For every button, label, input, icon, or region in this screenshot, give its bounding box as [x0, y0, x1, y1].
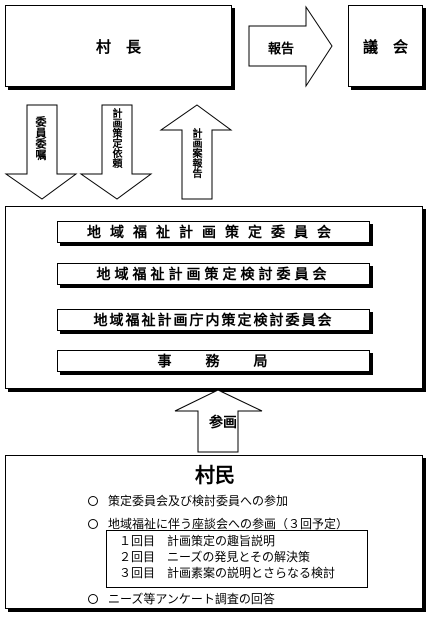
- appoint-arrow: [4, 104, 78, 200]
- sessions-box: １回目 計画策定の趣旨説明 ２回目 ニーズの発見とその解決策 ３回目 計画素案の…: [106, 530, 368, 588]
- committee-review: 地域福祉計画策定検討委員会: [57, 263, 370, 285]
- committee-formulation: 地域福祉計画策定委員会: [57, 221, 370, 243]
- session-row: ２回目 ニーズの発見とその解決策: [119, 550, 311, 564]
- council-label: 議 会: [362, 37, 408, 56]
- mayor-box: 村 長: [5, 5, 232, 87]
- appoint-arrow-label: 委員委嘱: [34, 116, 47, 160]
- circle-bullet-icon: [88, 495, 98, 506]
- citizen-item-survey: ニーズ等アンケート調査の回答: [88, 590, 275, 607]
- citizen-item-committee-participation: 策定委員会及び検討委員への参加: [88, 492, 288, 509]
- plan-report-arrow-label: 計画案報告: [190, 128, 201, 178]
- session-row: １回目 計画策定の趣旨説明: [119, 534, 276, 548]
- council-box: 議 会: [348, 5, 423, 87]
- request-arrow-label: 計画策定依頼: [110, 108, 121, 168]
- secretariat: 事 務 局: [57, 350, 370, 372]
- circle-bullet-icon: [88, 593, 98, 604]
- committee-internal-review: 地域福祉計画庁内策定検討委員会: [57, 309, 370, 331]
- participate-arrow-label: 参画: [209, 415, 237, 431]
- report-arrow-label: 報告: [268, 42, 295, 57]
- citizens-title: 村民: [195, 463, 235, 487]
- plan-report-arrow: [159, 104, 233, 200]
- participate-arrow: [174, 389, 263, 453]
- request-arrow: [79, 104, 153, 200]
- mayor-label: 村 長: [95, 37, 141, 56]
- citizen-item-roundtable: 地域福祉に伴う座談会への参画（３回予定）: [88, 515, 348, 532]
- circle-bullet-icon: [88, 518, 98, 529]
- report-arrow: [248, 5, 333, 88]
- session-row: ３回目 計画素案の説明とさらなる検討: [119, 566, 336, 580]
